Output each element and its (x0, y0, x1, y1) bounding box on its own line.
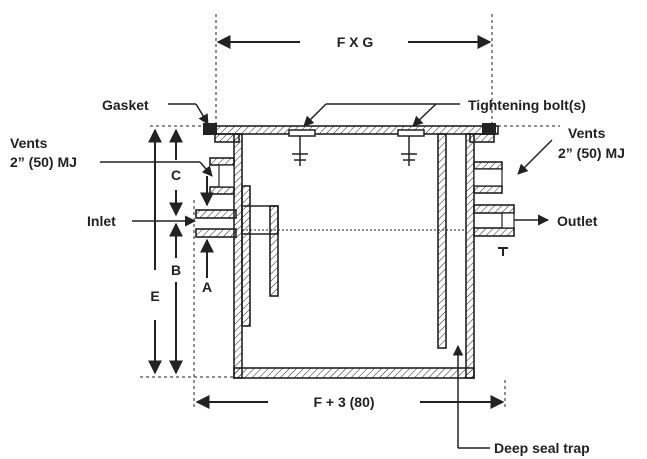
label-c: C (171, 167, 181, 183)
fxg-label: F X G (337, 34, 374, 50)
gasket-label: Gasket (102, 97, 149, 113)
vents-left-label-line2: 2” (50) MJ (10, 154, 77, 170)
dimension-e: E (148, 128, 162, 375)
tightening-bolt-right (397, 129, 425, 166)
outlet-label: Outlet (557, 213, 598, 229)
right-vent (473, 161, 503, 194)
dimension-c: C (169, 128, 183, 217)
inlet-pipe (195, 185, 279, 327)
deep-seal-baffle (437, 133, 447, 349)
inlet-label: Inlet (87, 213, 116, 229)
label-b: B (171, 262, 181, 278)
inlet-callout: Inlet (87, 213, 197, 229)
label-a: A (202, 279, 212, 295)
vents-right-callout: Vents 2” (50) MJ (517, 125, 625, 175)
label-e: E (150, 288, 159, 304)
fxg-dimension: F X G (215, 14, 493, 125)
tightening-bolts-callout: Tightening bolt(s) (303, 97, 586, 127)
deep-seal-trap-label: Deep seal trap (494, 440, 590, 456)
dimension-b: B (169, 222, 183, 375)
label-f-plus-3: F + 3 (80) (313, 394, 374, 410)
vents-right-label-line1: Vents (568, 125, 606, 141)
dimension-f-plus-3: F + 3 (80) (195, 380, 506, 410)
vents-left-callout: Vents 2” (50) MJ (10, 135, 213, 177)
cover (213, 125, 499, 135)
left-vent (209, 157, 235, 195)
deep-seal-trap-callout: Deep seal trap (452, 344, 590, 456)
tightening-bolt-left (288, 129, 316, 166)
dimension-a: A (200, 176, 214, 295)
gasket-callout: Gasket (102, 97, 209, 125)
vents-right-label-line2: 2” (50) MJ (558, 145, 625, 161)
tank-body (214, 133, 495, 379)
outlet-pipe (473, 204, 550, 237)
vents-left-label-line1: Vents (10, 135, 48, 151)
tightening-bolts-label: Tightening bolt(s) (468, 97, 586, 113)
water-level-marker (498, 247, 508, 256)
